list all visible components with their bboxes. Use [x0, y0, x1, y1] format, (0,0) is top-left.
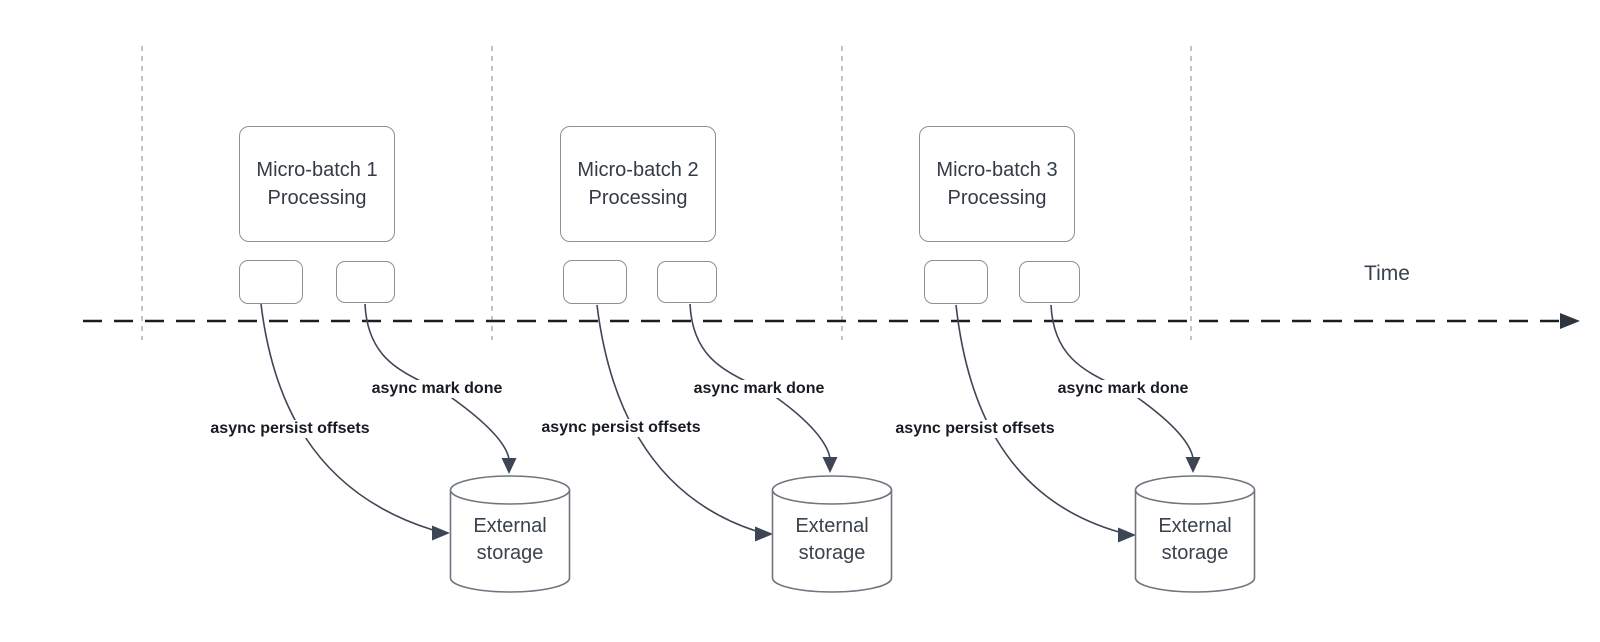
- external-storage-2-line1: External: [795, 515, 869, 537]
- external-storage-3-line1: External: [1158, 515, 1232, 537]
- batch-1-markdone-box: [336, 261, 395, 303]
- interval-guide-lines: [141, 46, 1192, 340]
- storage-cylinders: [449, 475, 1256, 593]
- batch-2-markdone-box: [657, 261, 717, 303]
- external-storage-1-line2: storage: [476, 542, 544, 564]
- persist-offsets-arrow-2: [596, 304, 757, 532]
- micro-batch-3-title-line2: Processing: [947, 187, 1047, 209]
- mark-arrowhead-2-icon: [822, 457, 838, 473]
- time-axis-arrowhead-icon: [1560, 313, 1580, 329]
- persist-offsets-label-2: async persist offsets: [538, 419, 704, 437]
- external-storage-1-line1: External: [473, 515, 547, 537]
- persist-offsets-label-3: async persist offsets: [892, 420, 1058, 438]
- cylinder-3-top: [1134, 475, 1256, 505]
- batch-1-persist-box: [239, 260, 303, 304]
- persist-arrowhead-1-icon: [432, 525, 450, 541]
- persist-offsets-label-1: async persist offsets: [207, 420, 373, 438]
- mark-done-label-2: async mark done: [690, 380, 828, 398]
- mark-arrowhead-1-icon: [501, 458, 517, 474]
- batch-3-markdone-box: [1019, 261, 1080, 303]
- async-arrowheads: [432, 457, 1201, 543]
- async-arrows: [260, 303, 1194, 533]
- external-storage-3-line2: storage: [1161, 542, 1229, 564]
- cylinder-2-body: [771, 490, 893, 593]
- external-storage-label-1: External storage: [440, 513, 580, 567]
- mark-arrowhead-3-icon: [1185, 457, 1201, 473]
- persist-offsets-arrow-3: [955, 304, 1120, 533]
- micro-batch-1-title-line1: Micro-batch 1: [256, 159, 378, 181]
- mark-done-label-3: async mark done: [1054, 380, 1192, 398]
- micro-batch-3-box: Micro-batch 3 Processing: [919, 126, 1075, 242]
- time-axis-label: Time: [1364, 262, 1410, 285]
- external-storage-label-2: External storage: [762, 513, 902, 567]
- micro-batch-2-title-line2: Processing: [588, 187, 688, 209]
- persist-arrowhead-3-icon: [1118, 527, 1136, 543]
- cylinder-3-body: [1134, 490, 1256, 593]
- micro-batch-2-box: Micro-batch 2 Processing: [560, 126, 716, 242]
- persist-arrowhead-2-icon: [755, 526, 773, 542]
- external-storage-label-3: External storage: [1125, 513, 1265, 567]
- micro-batch-2-title-line1: Micro-batch 2: [577, 159, 699, 181]
- micro-batch-3-title-line1: Micro-batch 3: [936, 159, 1058, 181]
- cylinder-2-top: [771, 475, 893, 505]
- external-storage-2-line2: storage: [798, 542, 866, 564]
- mark-done-label-1: async mark done: [368, 380, 506, 398]
- batch-3-persist-box: [924, 260, 988, 304]
- cylinder-1-body: [449, 490, 571, 593]
- persist-offsets-arrow-1: [260, 303, 434, 531]
- micro-batch-1-title-line2: Processing: [267, 187, 367, 209]
- batch-2-persist-box: [563, 260, 627, 304]
- cylinder-1-top: [449, 475, 571, 505]
- micro-batch-1-box: Micro-batch 1 Processing: [239, 126, 395, 242]
